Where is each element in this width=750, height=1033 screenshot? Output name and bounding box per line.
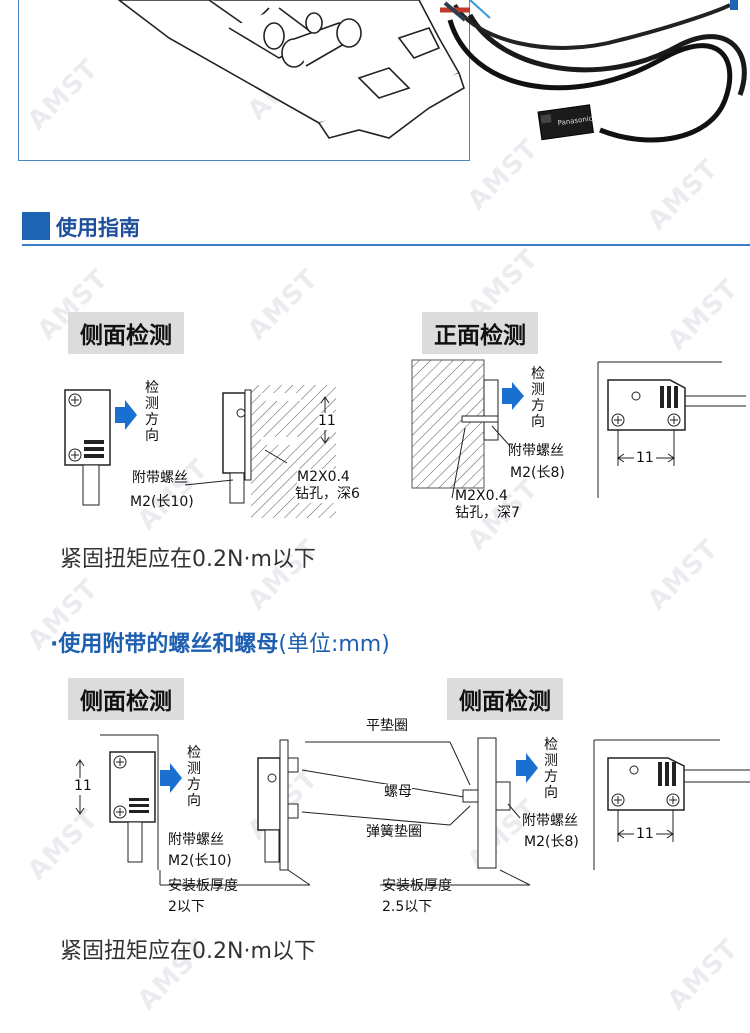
- side-detect-tag-3: 侧面检测: [447, 678, 563, 720]
- mounting-illustration: [117, 0, 465, 139]
- watermark: AMST: [662, 273, 745, 357]
- front-detect-hole-depth: 钻孔，深7: [455, 505, 520, 521]
- side-detect-tag: 侧面检测: [68, 312, 184, 354]
- spring-washer-callout: 弹簧垫圈: [366, 824, 422, 841]
- side-detect-2-screw-size: M2(长10): [168, 853, 232, 869]
- flat-washer-callout: 平垫圈: [366, 718, 408, 734]
- side-detect-3-direction-label: 检测方向: [544, 737, 558, 801]
- side-detect-direction-label: 检测方向: [145, 380, 159, 444]
- side-detect-3-plate-label: 安装板厚度: [382, 878, 452, 894]
- mounting-illustration-frame: [18, 0, 470, 161]
- watermark: AMST: [662, 933, 745, 1017]
- side-detect-2-plate-label: 安装板厚度: [168, 878, 238, 894]
- side-detect-3-plate-value: 2.5以下: [382, 899, 433, 915]
- front-detect-dimension: 11: [634, 450, 656, 467]
- torque-note-2: 紧固扭矩应在0.2N·m以下: [60, 939, 316, 964]
- front-detect-direction-label: 检测方向: [531, 366, 545, 430]
- side-detect-2-dimension: 11: [74, 778, 92, 795]
- side-detect-hole-depth: 钻孔，深6: [295, 486, 360, 503]
- section-header: 使用指南: [22, 210, 750, 246]
- side-detect-tag-2: 侧面检测: [68, 678, 184, 720]
- section-marker-icon: [22, 212, 50, 240]
- nut-section-title: ·使用附带的螺丝和螺母(单位:mm): [50, 632, 390, 657]
- side-detect-3-dimension: 11: [634, 826, 656, 843]
- sensor-with-cable-photo: Panasonic: [440, 0, 747, 143]
- nut-callout: 螺母: [384, 784, 412, 801]
- side-detect-2-direction-label: 检测方向: [187, 745, 201, 809]
- side-detect-screw-size: M2(长10): [130, 494, 194, 510]
- torque-note: 紧固扭矩应在0.2N·m以下: [60, 547, 316, 572]
- side-detect-screw-label: 附带螺丝: [132, 470, 188, 486]
- section-title: 使用指南: [56, 216, 140, 240]
- side-detect-diagram: [64, 385, 336, 518]
- side-detect-2-screw-label: 附带螺丝: [168, 832, 224, 848]
- side-detect-3-screw-label: 附带螺丝: [522, 813, 578, 829]
- side-detect-2-plate-value: 2以下: [168, 899, 205, 915]
- side-detect-hole-size: M2X0.4: [297, 469, 350, 486]
- front-detect-tag: 正面检测: [422, 312, 538, 354]
- watermark: AMST: [642, 533, 725, 617]
- front-detect-screw-label: 附带螺丝: [508, 443, 564, 459]
- front-detect-diagram: [411, 359, 746, 499]
- side-detect-dimension: 11: [318, 413, 336, 430]
- watermark: AMST: [242, 263, 325, 347]
- side-detect-3-screw-size: M2(长8): [524, 834, 579, 850]
- front-detect-hole-size: M2X0.4: [455, 488, 508, 504]
- front-detect-screw-size: M2(长8): [510, 465, 565, 481]
- nut-mounting-diagram: [75, 734, 750, 886]
